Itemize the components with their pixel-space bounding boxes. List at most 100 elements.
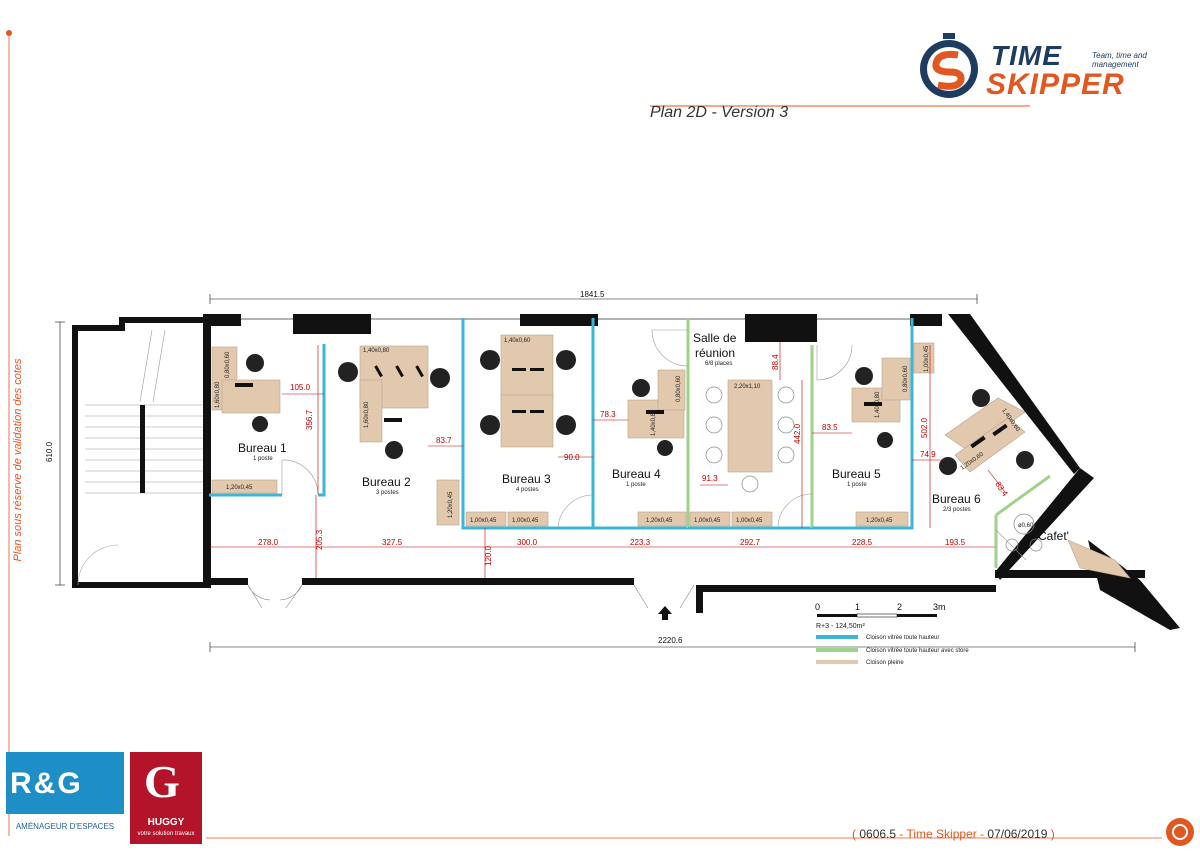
furniture-label: 1,40x0,80 — [363, 348, 390, 354]
dim-b3-gap: 90.0 — [564, 453, 580, 462]
chair-icon — [430, 368, 450, 388]
side-note: Plan sous réserve de validation des cote… — [12, 358, 24, 562]
furniture-label: 1,60x0,80 — [215, 381, 221, 408]
dim-w5: 292.7 — [740, 538, 761, 547]
room-bureau-2: Bureau 2 — [362, 475, 411, 489]
dim-b1-width: 105.0 — [290, 383, 311, 392]
chair-icon — [556, 415, 576, 435]
corner-dot — [6, 30, 12, 36]
monitors — [235, 365, 1008, 449]
chair-icon — [657, 440, 673, 456]
footer-paren-close: ) — [1047, 827, 1055, 841]
red-dimension-lines — [210, 342, 1006, 578]
room-bureau-4: Bureau 4 — [612, 467, 661, 481]
chair-icon — [939, 457, 957, 475]
furniture-label: 2,20x1,10 — [734, 384, 761, 390]
meeting-chairs — [705, 386, 1043, 552]
room-capacity: 1 poste — [626, 482, 646, 488]
chair-icon — [972, 389, 990, 407]
footer-date: 07/06/2019 — [987, 827, 1048, 841]
dim-meeting-top: 88.4 — [771, 354, 780, 370]
huggy-name: HUGGY — [147, 817, 185, 828]
legend-item: Cloison vitrée toute hauteur — [866, 635, 939, 641]
dim-w2: 327.5 — [382, 538, 403, 547]
room-capacity: 6/8 places — [705, 361, 732, 367]
room-bureau-5: Bureau 5 — [832, 467, 881, 481]
furniture-label: 1,00x0,45 — [736, 518, 763, 524]
interior-doors — [281, 329, 1027, 561]
dim-bottom-total: 2220.6 — [658, 636, 683, 645]
furniture-label: 1,00x0,45 — [470, 518, 497, 524]
dim-w4: 223.3 — [630, 538, 651, 547]
dim-b6-gap: 74.9 — [920, 450, 936, 459]
dim-b5-gap: 83.5 — [822, 423, 838, 432]
dim-w6: 228.5 — [852, 538, 873, 547]
rg-logo-mark: R&G — [10, 767, 83, 800]
dim-top-total: 1841.5 — [580, 290, 605, 299]
huggy-logo-mark: G — [144, 756, 180, 807]
furniture-label: 1,20x0,45 — [226, 485, 253, 491]
footer-sep: - Time Skipper - — [896, 827, 988, 841]
rg-tagline: AMÉNAGEUR D'ESPACES — [15, 822, 115, 831]
chair-icon — [1016, 451, 1034, 469]
footer-ref: 0606.5 — [859, 827, 897, 841]
footer-paren-open: ( — [852, 827, 860, 841]
room-capacity: 4 postes — [516, 487, 539, 493]
chair-icon — [252, 416, 268, 432]
chair-icon — [246, 354, 264, 372]
legend-item: Cloison pleine — [866, 660, 904, 666]
furniture-label: 0,80x0,60 — [903, 365, 909, 392]
legend: Cloison vitrée toute hauteur Cloison vit… — [816, 635, 969, 666]
plan-title: Plan 2D - Version 3 — [650, 104, 789, 121]
dim-b4-gap: 78.3 — [600, 410, 616, 419]
dimension-lines — [55, 294, 1136, 652]
scale-tick: 2 — [897, 602, 902, 612]
dim-corr-left: 205.3 — [315, 529, 324, 550]
room-cafet: Cafet' — [1038, 529, 1069, 543]
dim-w1: 278.0 — [258, 538, 279, 547]
dim-w7: 193.5 — [945, 538, 966, 547]
room-meeting-line2: réunion — [695, 346, 735, 360]
room-capacity: 3 postes — [376, 490, 399, 496]
furniture-label: 1,40x0,80 — [875, 391, 881, 418]
dim-meeting-depth: 442.0 — [793, 423, 802, 444]
chair-icon — [877, 432, 893, 448]
time-skipper-logo — [920, 33, 978, 98]
furniture-label: 1,20x0,45 — [866, 518, 893, 524]
scale-tick: 3m — [933, 602, 946, 612]
rg-logo — [6, 752, 124, 814]
chair-icon — [385, 441, 403, 459]
furniture-label: 1,00x0,45 — [512, 518, 539, 524]
stairwell — [72, 317, 211, 588]
dim-meeting-door: 91.3 — [702, 474, 718, 483]
furniture-label: 1,60x0,80 — [364, 401, 370, 428]
dim-left-height: 610.0 — [45, 441, 54, 462]
legend-item: Cloison vitrée toute hauteur avec store — [866, 648, 969, 654]
floor-plan: 1841.5 2220.6 610.0 105.0 356.7 83.7 90.… — [45, 290, 1180, 652]
furniture-label: 0,80x0,60 — [676, 375, 682, 402]
furniture-label: 1,00x0,45 — [924, 345, 930, 372]
chair-icon — [855, 367, 873, 385]
logo-word-skipper: SKIPPER — [986, 68, 1125, 101]
furniture-label: ø0,60 — [1018, 523, 1034, 529]
logo-tagline: Team, time and management — [1092, 51, 1147, 69]
furniture-label: 1,20x0,45 — [646, 518, 673, 524]
room-capacity: 1 poste — [847, 482, 867, 488]
entrance-doors — [247, 584, 695, 609]
room-bureau-6: Bureau 6 — [932, 492, 981, 506]
outer-walls — [203, 314, 1180, 630]
scale-bar: 0 1 2 3m R+3 - 124,50m² — [815, 602, 946, 630]
huggy-tagline: votre solution travaux — [137, 831, 195, 837]
entrance-arrow-icon — [658, 606, 672, 620]
room-meeting: Salle de — [693, 331, 737, 345]
furniture-label: 1,40x0,80 — [651, 409, 657, 436]
dim-b5-depth: 502.0 — [920, 417, 929, 438]
footer-badge-icon — [1166, 818, 1194, 846]
huggy-logo — [130, 752, 202, 844]
chair-icon — [480, 350, 500, 370]
dim-corr-mid: 120.0 — [484, 545, 493, 566]
room-capacity: 2/3 postes — [943, 507, 971, 513]
furniture-label: 1,20x0,45 — [448, 491, 454, 518]
chair-icon — [480, 415, 500, 435]
